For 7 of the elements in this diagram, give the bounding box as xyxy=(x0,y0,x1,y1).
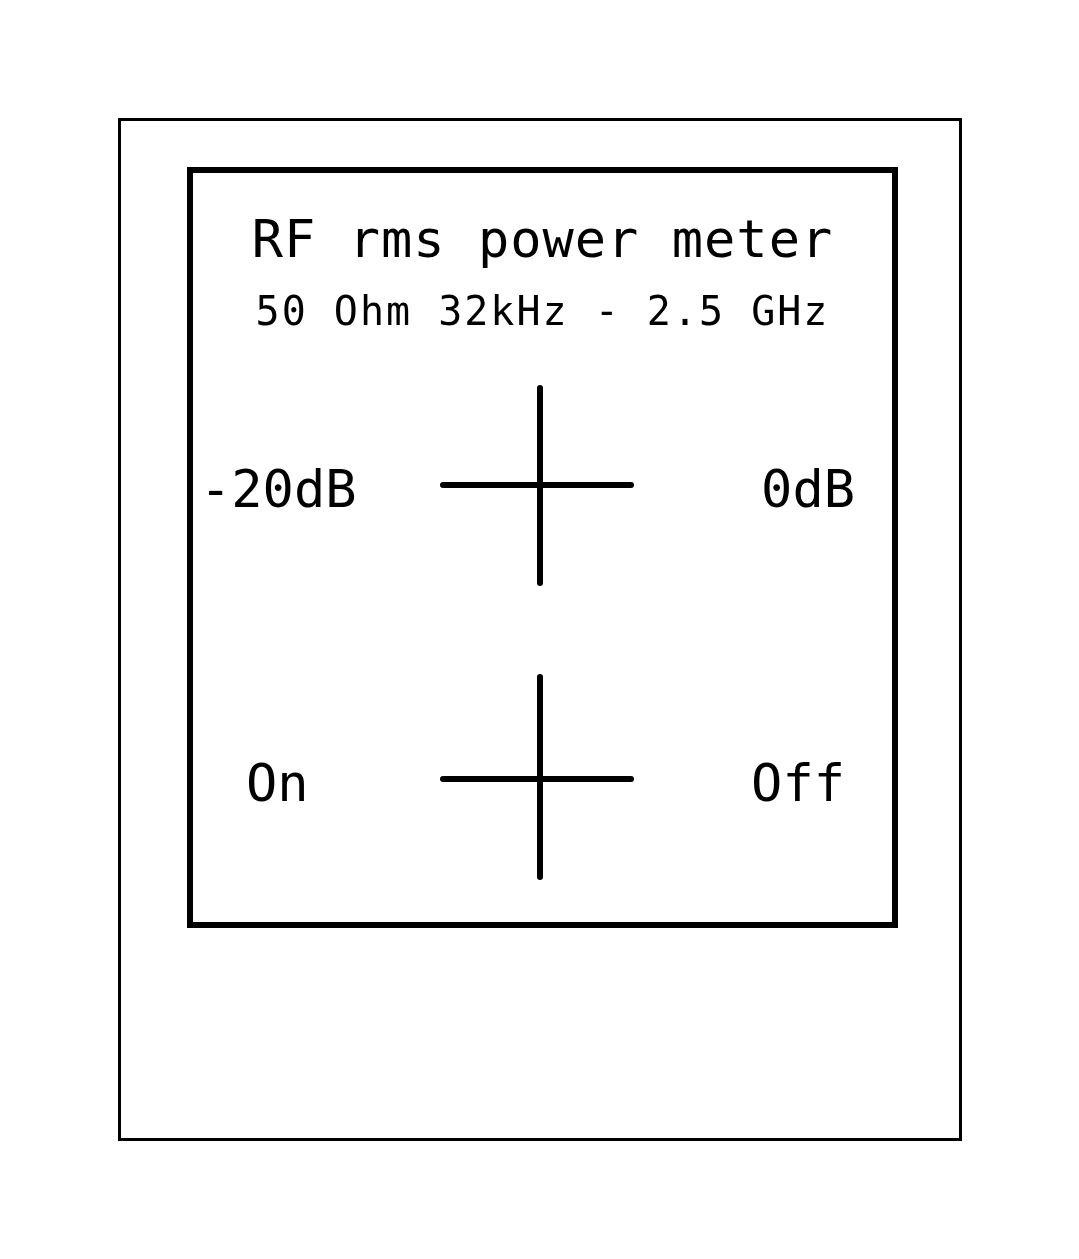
panel-label: 0dB xyxy=(761,463,855,515)
enclosure-outline xyxy=(118,118,962,1141)
panel-subtitle: 50 Ohm 32kHz - 2.5 GHz xyxy=(254,291,831,331)
panel-label: On xyxy=(246,757,309,809)
front-panel xyxy=(187,167,898,928)
panel-label: Off xyxy=(751,757,845,809)
panel-label: -20dB xyxy=(200,463,357,515)
